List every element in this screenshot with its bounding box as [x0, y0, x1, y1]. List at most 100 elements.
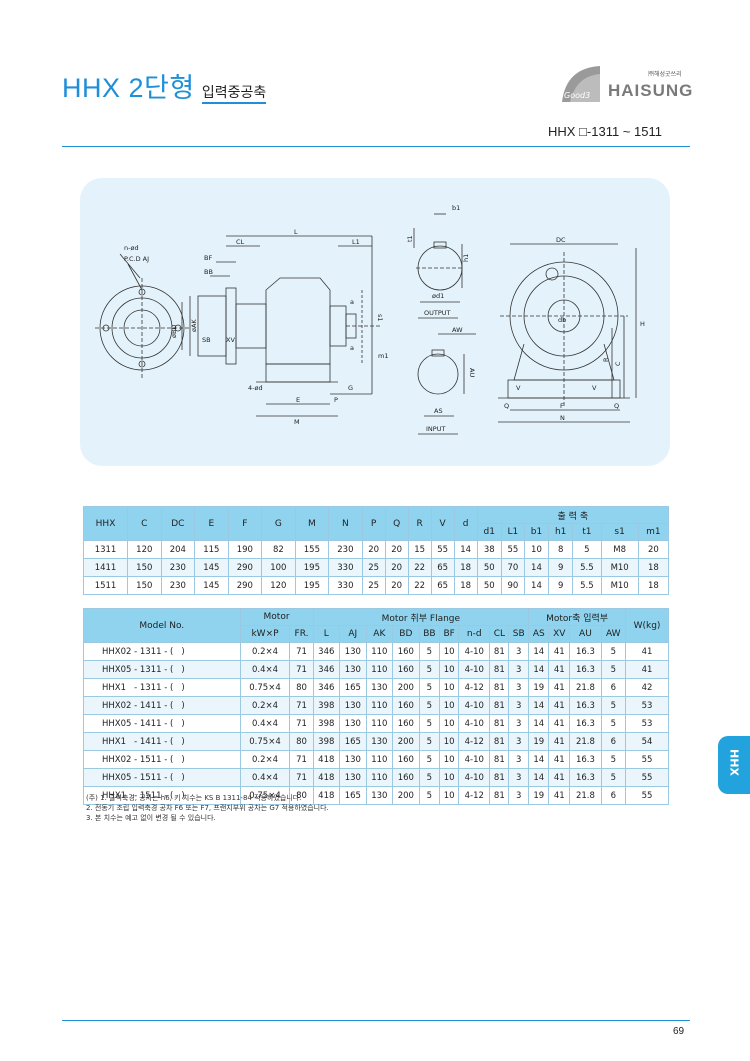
- table1-header-8: P: [361, 506, 386, 541]
- label-bf: BF: [204, 254, 212, 262]
- table-cell: 55: [625, 750, 669, 769]
- table-cell: 81: [489, 750, 510, 769]
- table-cell: 80: [289, 678, 314, 697]
- table-cell: 53: [625, 714, 669, 733]
- table-cell: 14: [528, 750, 550, 769]
- model-cell: HHX05 - 1311 - ( ): [83, 660, 241, 679]
- side-tab[interactable]: HHX: [718, 736, 750, 794]
- table-cell: 14: [453, 540, 478, 559]
- table-cell: M8: [600, 540, 639, 559]
- table-cell: 81: [489, 678, 510, 697]
- label-db: db: [558, 316, 566, 324]
- table-cell: 41: [548, 714, 571, 733]
- label-output: OUTPUT: [424, 309, 451, 317]
- label-p: P: [334, 396, 338, 404]
- table-cell: 150: [127, 558, 162, 577]
- table-cell: 0.4×4: [239, 768, 291, 787]
- table-cell: 290: [227, 576, 263, 595]
- table1-subheader-5: s1: [600, 523, 639, 541]
- table-cell: M10: [600, 576, 639, 595]
- table-cell: 3: [508, 678, 530, 697]
- table-cell: 145: [194, 558, 229, 577]
- table-cell: 9: [548, 576, 574, 595]
- table-cell: 14: [528, 768, 550, 787]
- table-cell: 80: [289, 732, 314, 751]
- table-cell: 5: [600, 714, 627, 733]
- table2-subheader-12: XV: [548, 625, 571, 643]
- table-cell: 16.3: [569, 642, 602, 661]
- label-cl: CL: [236, 238, 245, 246]
- table-cell: 130: [339, 642, 367, 661]
- table-cell: 110: [365, 768, 394, 787]
- table-cell: 20: [384, 540, 409, 559]
- table1-subheader-6: m1: [637, 523, 670, 541]
- table-cell: 65: [430, 576, 455, 595]
- table2-subheader-13: AU: [569, 625, 602, 643]
- drawing-labels: n-ød P.C.D AJ BF BB CL L L1 øBD øAK SB X…: [124, 204, 645, 433]
- table-cell: 110: [365, 660, 394, 679]
- label-f: F: [560, 402, 564, 410]
- label-pcd: P.C.D AJ: [124, 255, 149, 263]
- table-cell: 5: [418, 678, 441, 697]
- table1-header-1: C: [127, 506, 162, 541]
- table-cell: 81: [489, 768, 510, 787]
- table-cell: 346: [312, 660, 341, 679]
- table-cell: 5: [572, 540, 602, 559]
- table2-subheader-3: AJ: [339, 625, 367, 643]
- table-cell: 4-12: [458, 678, 491, 697]
- table2-subheader-2: L: [312, 625, 341, 643]
- table-cell: 5.5: [572, 558, 602, 577]
- table-cell: 4-10: [458, 768, 491, 787]
- table-cell: 16.3: [569, 714, 602, 733]
- table-cell: 18: [637, 558, 670, 577]
- table-cell: 18: [453, 576, 478, 595]
- table2-subheader-8: n-d: [458, 625, 491, 643]
- label-ak: øAK: [190, 319, 198, 332]
- label-aw: AW: [452, 326, 463, 334]
- table-cell: 55: [625, 786, 669, 805]
- table-cell: 16.3: [569, 768, 602, 787]
- table2-subheader-0: kW×P: [239, 625, 291, 643]
- table-cell: 8: [548, 540, 574, 559]
- table-cell: 110: [365, 696, 394, 715]
- table1-subheader-4: t1: [572, 523, 602, 541]
- label-l1: L1: [352, 238, 360, 246]
- table2-subheader-1: FR.: [289, 625, 314, 643]
- table1-header-5: G: [261, 506, 296, 541]
- table-cell: 15: [407, 540, 432, 559]
- table-cell: 41: [548, 750, 571, 769]
- label-e: E: [296, 396, 300, 404]
- table-cell: 0.2×4: [239, 750, 291, 769]
- table-cell: 3: [508, 660, 530, 679]
- table-cell: 41: [625, 642, 669, 661]
- table-cell: 10: [439, 750, 460, 769]
- table-cell: 18: [637, 576, 670, 595]
- table1-header-12: d: [453, 506, 478, 541]
- note-3: 3. 본 치수는 예고 없이 변경 될 수 있습니다.: [86, 814, 216, 822]
- table-cell: 1511: [82, 576, 129, 595]
- table-cell: 81: [489, 786, 510, 805]
- table-cell: 3: [508, 786, 530, 805]
- table-cell: 120: [127, 540, 162, 559]
- model-cell: HHX02 - 1411 - ( ): [83, 696, 241, 715]
- table2-subheader-14: AW: [600, 625, 627, 643]
- table1-header-7: N: [328, 506, 363, 541]
- model-cell: HHX05 - 1511 - ( ): [83, 768, 241, 787]
- label-c: C: [614, 361, 622, 366]
- table-cell: 5: [600, 750, 627, 769]
- table-cell: 10: [523, 540, 550, 559]
- label-dc: DC: [556, 236, 566, 244]
- table-cell: 346: [312, 678, 341, 697]
- table-cell: 5: [600, 768, 627, 787]
- table-cell: 200: [392, 786, 420, 805]
